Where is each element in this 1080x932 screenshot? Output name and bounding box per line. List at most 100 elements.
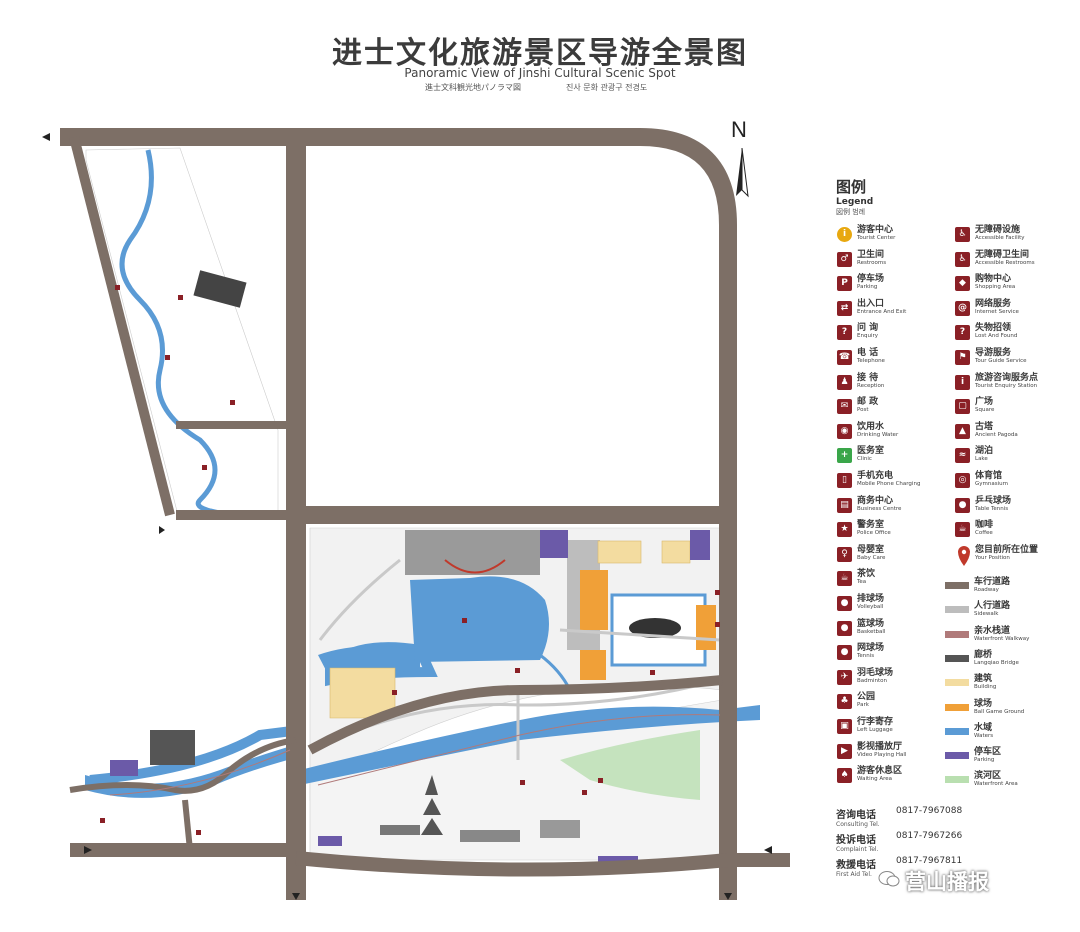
legend-label: 廊桥: [974, 649, 993, 660]
legend-label-en: Left Luggage: [857, 727, 893, 733]
park-icon: ♣: [837, 694, 852, 710]
info-icon: i: [837, 227, 852, 242]
legend-label: 乒乓球场: [975, 495, 1012, 506]
legend-label-en: Reception: [857, 382, 885, 389]
legend-swatch: [945, 679, 969, 687]
phone-charging-icon: ▯: [837, 473, 852, 488]
waiting-area-icon: ♠: [837, 768, 852, 784]
legend-label: 咖啡: [975, 520, 994, 531]
internet-icon: @: [955, 300, 970, 316]
pagoda-icon: ▲: [955, 423, 970, 439]
lake-icon: ≈: [955, 448, 970, 464]
coffee-icon: ☕: [955, 522, 970, 538]
legend-label: 羽毛球场: [857, 667, 894, 678]
legend-label: 游客中心: [857, 225, 894, 235]
accessible-restroom-icon: ♿: [955, 251, 970, 267]
contact-label: 投诉电话: [836, 835, 876, 846]
legend-swatch: [945, 582, 969, 589]
contact-label-en: First Aid Tel.: [836, 871, 872, 878]
legend-label: 失物招领: [975, 323, 1012, 334]
plazas: [405, 530, 707, 667]
legend-swatch: [945, 727, 969, 735]
legend-label-en: Business Centre: [857, 505, 902, 512]
legend-label-en: Entrance And Exit: [857, 308, 907, 315]
watermark-text: 营山播报: [905, 870, 989, 894]
lake: [410, 576, 549, 662]
gate-arrows: [42, 133, 772, 900]
tour-guide-icon: ⚑: [955, 350, 970, 365]
legend-label-en: Your Position: [975, 554, 1010, 561]
legend-label: 网络服务: [975, 298, 1012, 309]
legend-label-en: Tourist Enquiry Station: [975, 382, 1038, 389]
legend-label-en: Waterfront Area: [974, 781, 1018, 788]
map-markers[interactable]: [100, 285, 720, 835]
legend-label: 饮用水: [857, 421, 885, 432]
legend-label: 问 询: [857, 323, 879, 334]
legend-label-en: Building: [974, 684, 997, 691]
legend-label-en: Waiting Area: [857, 776, 893, 783]
luggage-icon: ▣: [837, 719, 852, 734]
legend-label-en: Internet Service: [975, 308, 1019, 315]
map-title: 进士文化旅游景区导游全景图: [332, 36, 748, 71]
clinic-icon: +: [837, 448, 852, 464]
contact-number: 0817-7967266: [896, 831, 963, 841]
legend-label-en: Square: [975, 407, 995, 414]
shopping-icon: ◆: [955, 276, 970, 292]
legend-label-en: Tour Guide Service: [975, 358, 1027, 364]
map-subtitle-jp: 進士文科観光地パノラマ図: [425, 83, 521, 92]
legend-label: 人行道路: [974, 601, 1011, 612]
badminton-icon: ✈: [837, 669, 852, 685]
legend-label: 无障碍卫生间: [975, 249, 1030, 260]
wechat-icon: [878, 871, 900, 887]
legend-swatch: [945, 776, 969, 784]
legend-label: 导游服务: [975, 348, 1012, 358]
map-subtitle-en: Panoramic View of Jinshi Cultural Scenic…: [404, 66, 676, 80]
legend-label: 球场: [974, 698, 993, 709]
legend-label: 篮球场: [857, 618, 885, 629]
legend-label: 游客休息区: [857, 766, 903, 777]
legend-label-en: Table Tennis: [975, 505, 1009, 512]
legend-label: 手机充电: [857, 471, 894, 481]
wheelchair-icon: ♿: [955, 227, 970, 242]
legend-label: 停车区: [974, 747, 1002, 758]
legend-title-jp: 図例 범례: [836, 208, 866, 216]
legend-label-en: Ball Game Ground: [974, 708, 1025, 715]
enquiry-station-icon: i: [955, 374, 970, 390]
legend-swatch: [945, 606, 969, 614]
legend-label-en: Coffee: [975, 530, 993, 537]
reception-icon: ♟: [837, 374, 852, 390]
legend-label: 排球场: [857, 594, 885, 604]
your-position-pin-icon: [958, 546, 970, 566]
northwest-complex: [150, 270, 247, 765]
waterfront-walkway: [109, 714, 721, 796]
contact-label: 救援电话: [836, 860, 876, 871]
parking-icon: P: [837, 276, 852, 292]
legend-label-en: Parking: [857, 284, 878, 291]
legend-label: 您目前所在位置: [975, 544, 1039, 555]
legend-label: 出入口: [857, 298, 885, 309]
